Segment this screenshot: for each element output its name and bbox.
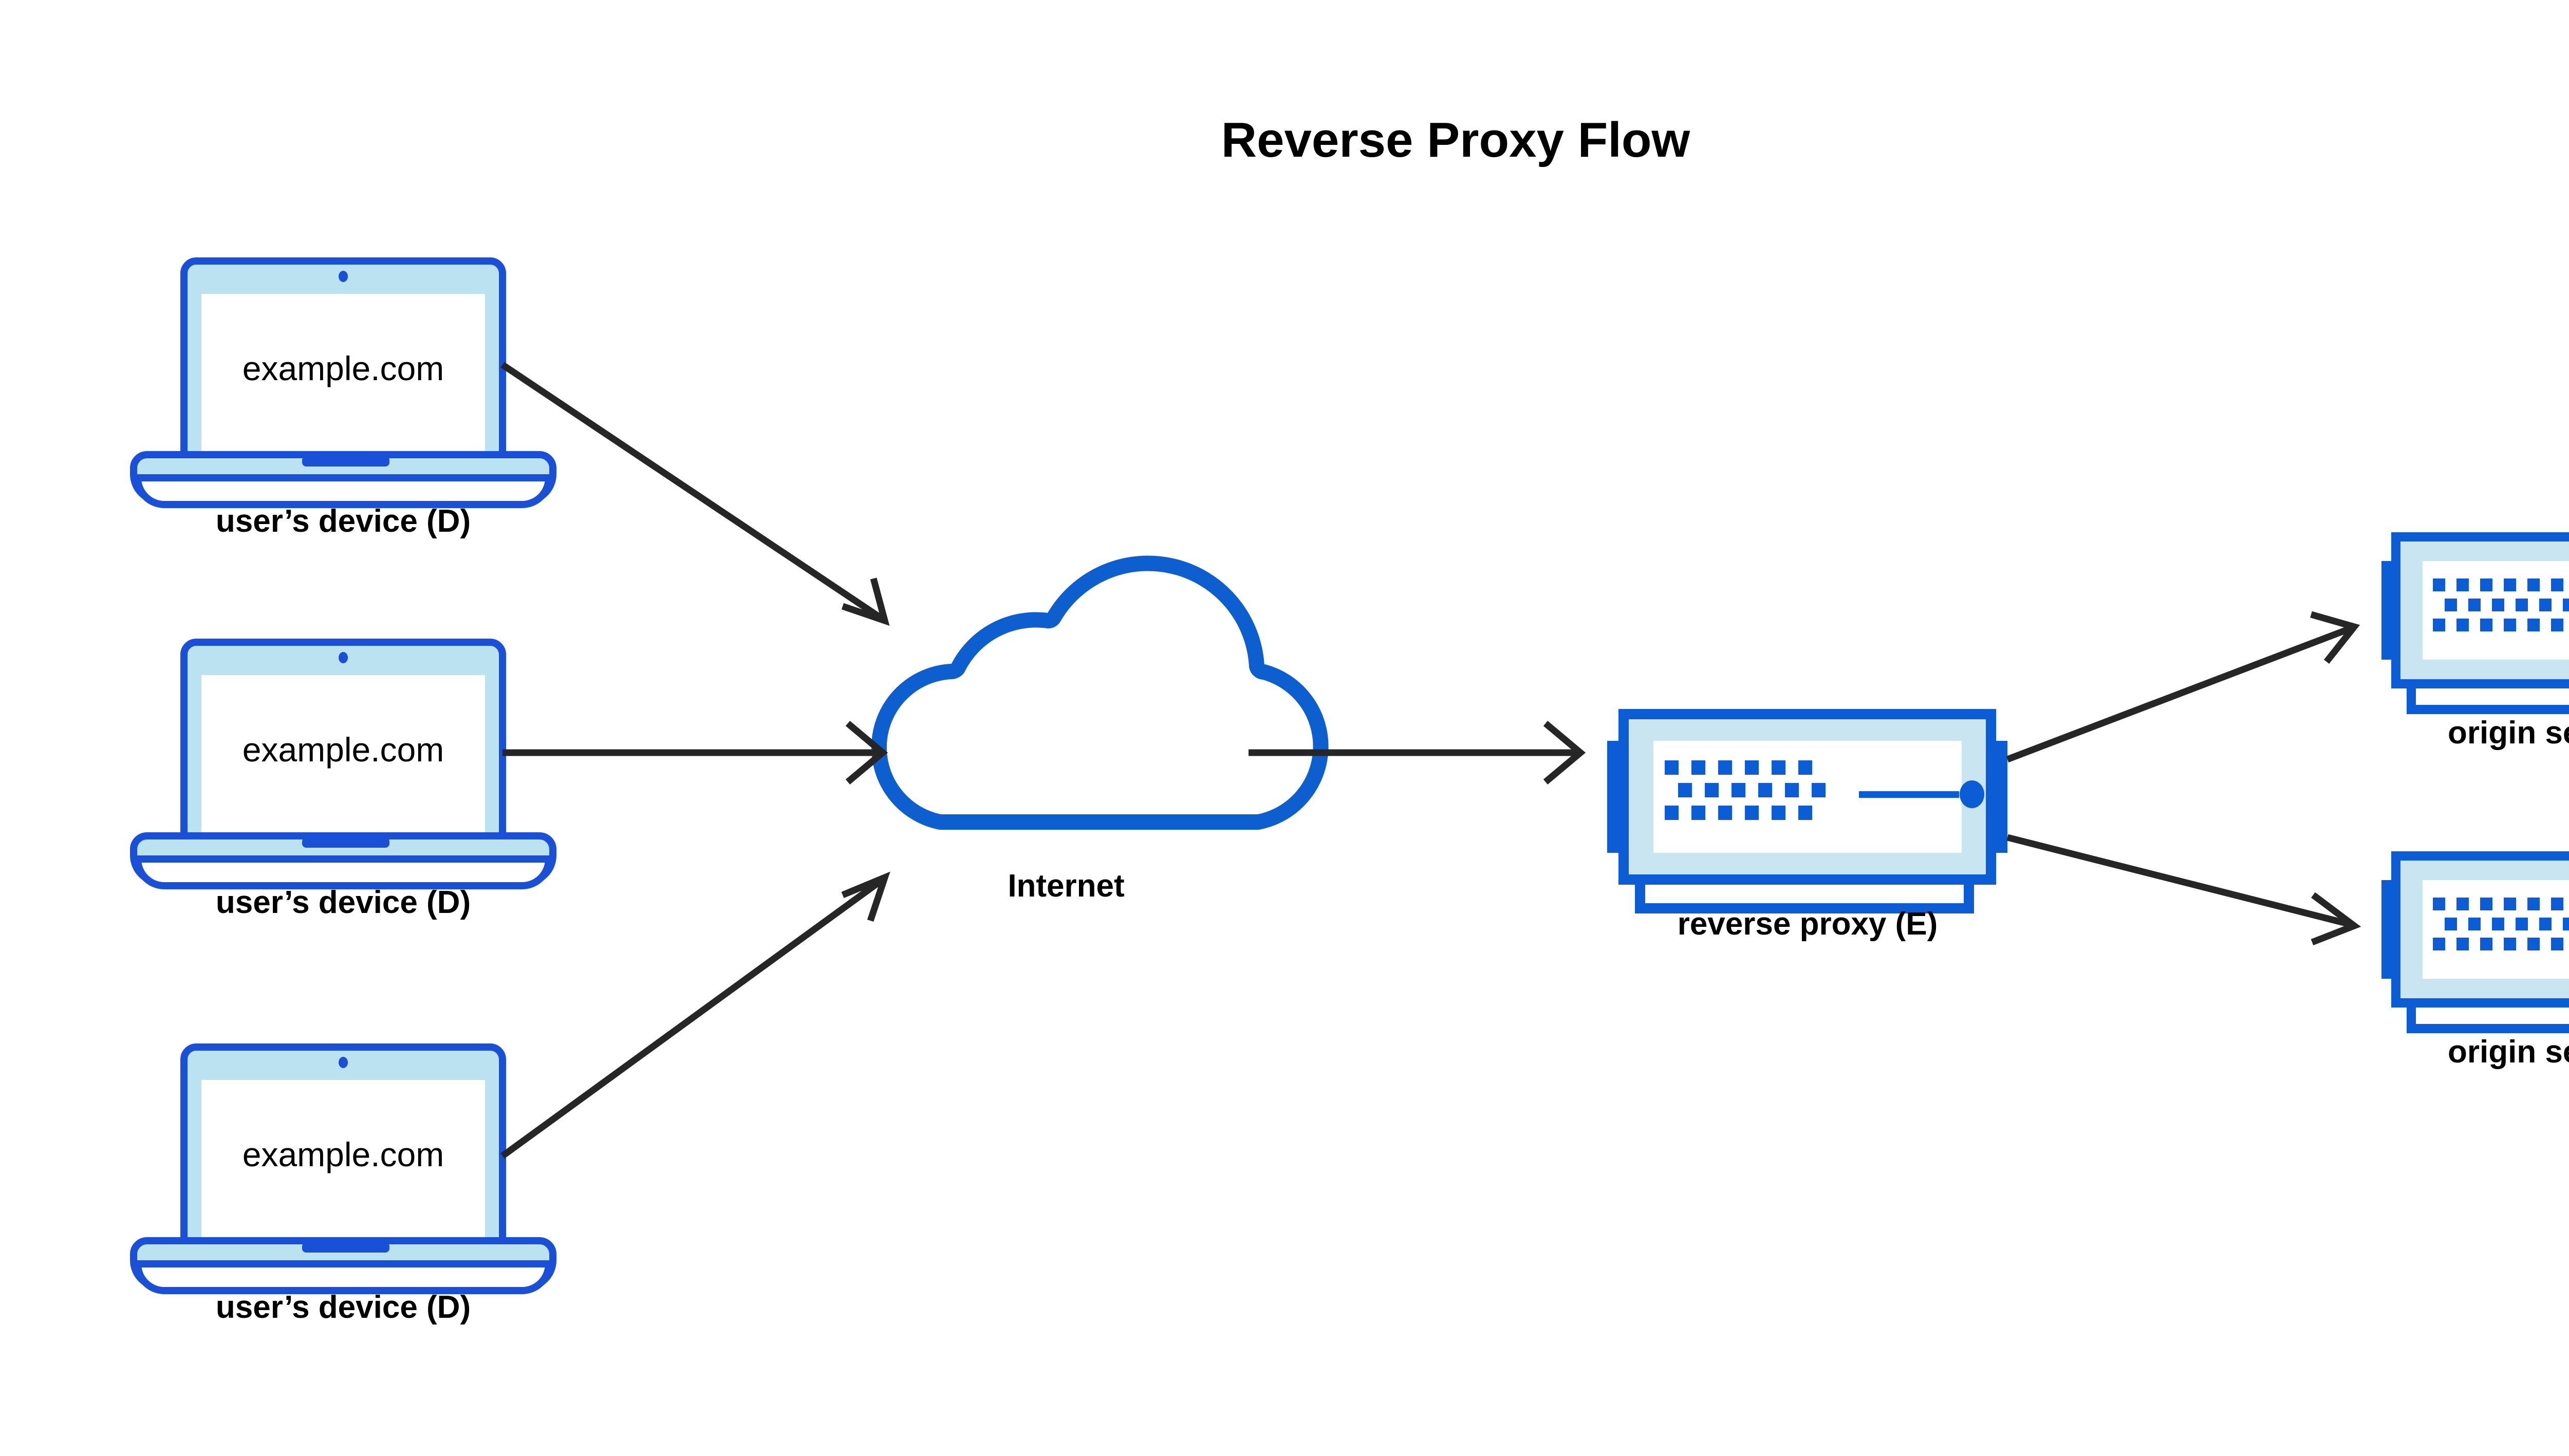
node-caption: origin server (F) xyxy=(2448,715,2569,751)
server-icon xyxy=(2381,851,2569,1033)
screen-url-label: example.com xyxy=(243,349,444,387)
laptop-screen xyxy=(201,1080,485,1244)
laptop-notch xyxy=(302,1242,389,1253)
node-reverse-proxy[interactable]: reverse proxy (E) xyxy=(1607,709,2007,942)
page-title: Reverse Proxy Flow xyxy=(1221,113,1690,167)
server-vent-grid-icon xyxy=(1665,760,1826,820)
laptop-base-front xyxy=(134,1260,553,1294)
laptop-camera-icon xyxy=(339,1057,348,1068)
laptop-base-front xyxy=(134,855,553,889)
laptop-icon xyxy=(130,1043,556,1294)
edge-reverse-proxy-to-origin-bottom xyxy=(2006,834,2361,946)
node-device-bottom[interactable]: example.com user’s device (D) xyxy=(130,1043,556,1325)
node-internet[interactable]: Internet xyxy=(871,555,1329,904)
laptop-notch xyxy=(302,456,389,466)
screen-url-label: example.com xyxy=(243,1135,444,1173)
node-device-top[interactable]: example.com user’s device (D) xyxy=(130,257,556,539)
edge-internet-to-reverse-proxy xyxy=(1249,721,1586,785)
server-shelf xyxy=(1635,874,1974,913)
node-caption: origin server (F) xyxy=(2448,1034,2569,1070)
node-caption: reverse proxy (E) xyxy=(1678,906,1938,942)
laptop-camera-icon xyxy=(339,652,348,663)
node-caption: user’s device (D) xyxy=(216,503,471,539)
cloud-icon xyxy=(871,555,1329,830)
laptop-camera-icon xyxy=(339,271,348,282)
screen-url-label: example.com xyxy=(243,731,444,769)
laptop-icon xyxy=(130,639,556,889)
laptop-icon xyxy=(130,257,556,508)
server-shelf xyxy=(2407,998,2569,1033)
laptop-notch xyxy=(302,837,389,848)
node-caption: user’s device (D) xyxy=(216,885,471,920)
node-caption: user’s device (D) xyxy=(216,1290,471,1325)
node-origin-top[interactable]: origin server (F) xyxy=(2381,532,2569,751)
node-origin-bottom[interactable]: origin server (F) xyxy=(2381,851,2569,1070)
server-shelf xyxy=(2407,679,2569,714)
node-caption: Internet xyxy=(1008,868,1124,904)
laptop-base-front xyxy=(134,474,553,508)
edge-device-middle-to-internet xyxy=(502,721,888,785)
node-device-middle[interactable]: example.com user’s device (D) xyxy=(130,639,556,920)
server-icon xyxy=(2381,532,2569,714)
laptop-screen xyxy=(201,675,485,839)
server-vent-grid-icon xyxy=(2433,578,2569,631)
edge-device-bottom-to-internet xyxy=(500,871,890,1159)
server-status-line-icon xyxy=(1859,791,1959,798)
edge-reverse-proxy-to-origin-top xyxy=(2006,611,2360,763)
server-icon xyxy=(1607,709,2007,913)
server-vent-grid-icon xyxy=(2433,898,2569,950)
server-status-dot-icon xyxy=(1960,780,1984,808)
edge-device-top-to-internet xyxy=(500,362,890,626)
laptop-screen xyxy=(201,294,485,458)
